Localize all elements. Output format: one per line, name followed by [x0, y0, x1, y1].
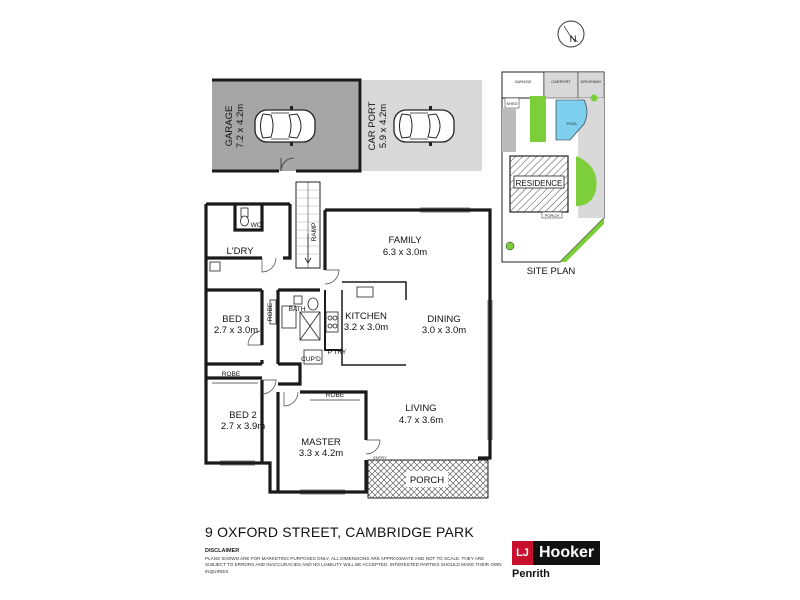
site-shed-label: SHED: [506, 101, 517, 106]
compass-icon: N: [557, 20, 585, 48]
family-name: FAMILY: [388, 235, 422, 246]
dining-name: DINING: [427, 314, 460, 325]
disclaimer-text: PLANS SHOWN ARE FOR MARKETING PURPOSES O…: [205, 556, 502, 574]
windows: [220, 207, 493, 495]
garage-name: GARAGE: [224, 106, 235, 147]
house-walls: [204, 202, 492, 494]
ptry-label: P'TRY: [328, 349, 347, 356]
bed3-name: BED 3: [222, 314, 249, 325]
carport-name: CAR PORT: [367, 101, 378, 150]
carport-car-icon: [393, 105, 455, 147]
living-name: LIVING: [405, 403, 436, 414]
disclaimer-title: DISCLAIMER: [205, 548, 240, 554]
site-plan-label: SITE PLAN: [527, 266, 576, 277]
site-plan: GARAGE CARPORT DRIVEWAY SHED POOL RESIDE…: [501, 71, 605, 277]
master-size: 3.3 x 4.2m: [299, 448, 343, 459]
bath-label: BATH: [289, 306, 306, 313]
fixtures: [209, 207, 374, 365]
site-garage-label: GARAGE: [514, 79, 531, 84]
site-driveway-label: DRIVEWAY: [581, 79, 602, 84]
site-porch-label: PORCH: [545, 213, 560, 218]
agency-branch: Penrith: [512, 568, 550, 580]
robe-bed2-label: ROBE: [222, 371, 241, 378]
laundry-name: L'DRY: [227, 246, 255, 257]
logo-name: Hooker: [533, 541, 601, 565]
bed3-size: 2.7 x 3.0m: [214, 325, 258, 336]
bed2-size: 2.7 x 3.9m: [221, 421, 265, 432]
site-residence-label: RESIDENCE: [516, 179, 563, 188]
cupd-label: CUP'D: [301, 356, 321, 363]
wc-label: WC: [251, 222, 262, 229]
kitchen-name: KITCHEN: [345, 311, 387, 322]
porch-label: PORCH: [410, 475, 444, 486]
carport-size: 5.9 x 4.2m: [378, 104, 389, 148]
ramp-label: RAMP: [311, 223, 318, 242]
robe-bed3-label: ROBE: [267, 302, 274, 321]
robe-rails: [212, 382, 360, 401]
agency-logo: LJ Hooker: [512, 541, 601, 565]
garage-car-icon: [254, 105, 316, 147]
logo-mark: LJ: [512, 541, 533, 565]
robe-master-label: ROBE: [326, 392, 345, 399]
dining-size: 3.0 x 3.0m: [422, 325, 466, 336]
family-size: 6.3 x 3.0m: [383, 247, 427, 258]
bed2-name: BED 2: [229, 410, 256, 421]
site-carport-label: CARPORT: [551, 79, 571, 84]
living-size: 4.7 x 3.6m: [399, 415, 443, 426]
property-address: 9 OXFORD STREET, CAMBRIDGE PARK: [205, 524, 474, 540]
entry-label: ENTRY: [373, 455, 387, 460]
garage-walls: [212, 78, 362, 173]
site-pool-label: POOL: [566, 121, 578, 126]
compass-label: N: [570, 34, 577, 45]
master-name: MASTER: [301, 437, 341, 448]
kitchen-size: 3.2 x 3.0m: [344, 322, 388, 333]
door-swings: [247, 257, 381, 455]
garage-size: 7.2 x 4.2m: [235, 104, 246, 148]
